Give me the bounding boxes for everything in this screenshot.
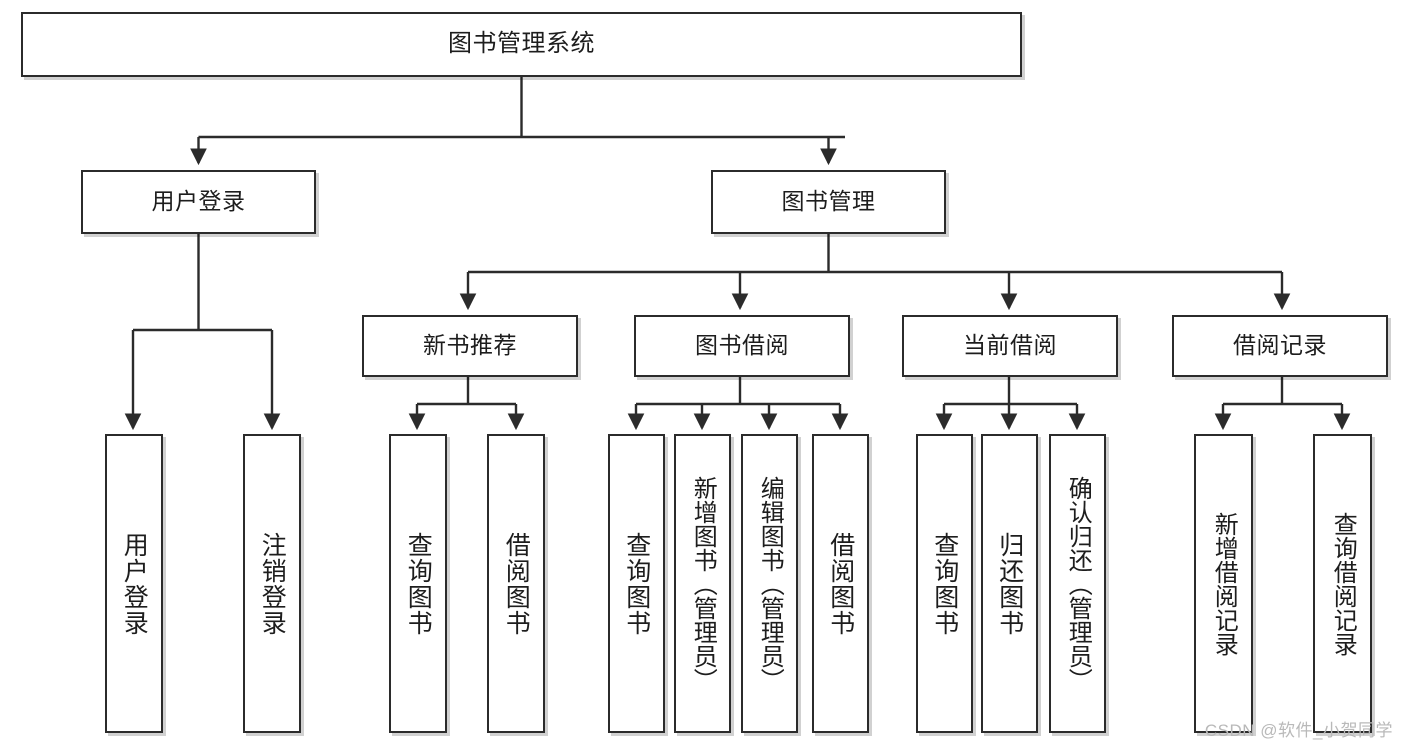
node-leaf-borrow-book-1-label: 借阅图书 [502, 531, 531, 636]
node-borrow-record[interactable]: 借阅记录 [1172, 315, 1388, 377]
node-new-book-rec[interactable]: 新书推荐 [362, 315, 578, 377]
node-root[interactable]: 图书管理系统 [21, 12, 1022, 77]
node-leaf-borrow-book-1[interactable]: 借阅图书 [487, 434, 545, 733]
node-book-manage-label: 图书管理 [781, 188, 876, 215]
node-leaf-query-book-1[interactable]: 查询图书 [389, 434, 447, 733]
node-new-book-rec-label: 新书推荐 [423, 332, 517, 359]
node-book-manage[interactable]: 图书管理 [711, 170, 946, 234]
node-leaf-add-record-label: 新增借阅记录 [1210, 511, 1238, 656]
node-leaf-confirm-return[interactable]: 确认归还（管理员） [1049, 434, 1106, 733]
node-leaf-return-book-label: 归还图书 [995, 531, 1024, 636]
node-leaf-edit-book-label: 编辑图书（管理员） [756, 475, 784, 692]
node-book-borrow[interactable]: 图书借阅 [634, 315, 850, 377]
node-leaf-query-book-3[interactable]: 查询图书 [916, 434, 973, 733]
node-user-login[interactable]: 用户登录 [81, 170, 316, 234]
node-leaf-user-login[interactable]: 用户登录 [105, 434, 163, 733]
node-leaf-query-book-2-label: 查询图书 [622, 531, 651, 636]
node-leaf-logout-label: 注销登录 [258, 531, 287, 636]
watermark: CSDN @软件_小贺同学 [1204, 721, 1393, 740]
node-leaf-confirm-return-label: 确认归还（管理员） [1064, 475, 1092, 692]
node-leaf-borrow-book-2-label: 借阅图书 [826, 531, 855, 636]
node-leaf-logout[interactable]: 注销登录 [243, 434, 301, 733]
node-leaf-borrow-book-2[interactable]: 借阅图书 [812, 434, 869, 733]
node-current-borrow[interactable]: 当前借阅 [902, 315, 1118, 377]
node-leaf-add-book[interactable]: 新增图书（管理员） [674, 434, 731, 733]
node-current-borrow-label: 当前借阅 [963, 332, 1057, 359]
node-leaf-edit-book[interactable]: 编辑图书（管理员） [741, 434, 798, 733]
node-root-label: 图书管理系统 [448, 30, 595, 58]
node-leaf-add-book-label: 新增图书（管理员） [689, 475, 717, 692]
node-leaf-query-book-3-label: 查询图书 [930, 531, 959, 636]
node-leaf-query-record-label: 查询借阅记录 [1329, 511, 1357, 656]
node-leaf-return-book[interactable]: 归还图书 [981, 434, 1038, 733]
node-book-borrow-label: 图书借阅 [695, 332, 789, 359]
node-leaf-query-book-1-label: 查询图书 [404, 531, 433, 636]
node-leaf-user-login-label: 用户登录 [120, 531, 149, 636]
node-leaf-add-record[interactable]: 新增借阅记录 [1194, 434, 1253, 733]
node-user-login-label: 用户登录 [151, 188, 246, 215]
node-leaf-query-record[interactable]: 查询借阅记录 [1313, 434, 1372, 733]
node-borrow-record-label: 借阅记录 [1233, 332, 1327, 359]
node-leaf-query-book-2[interactable]: 查询图书 [608, 434, 665, 733]
